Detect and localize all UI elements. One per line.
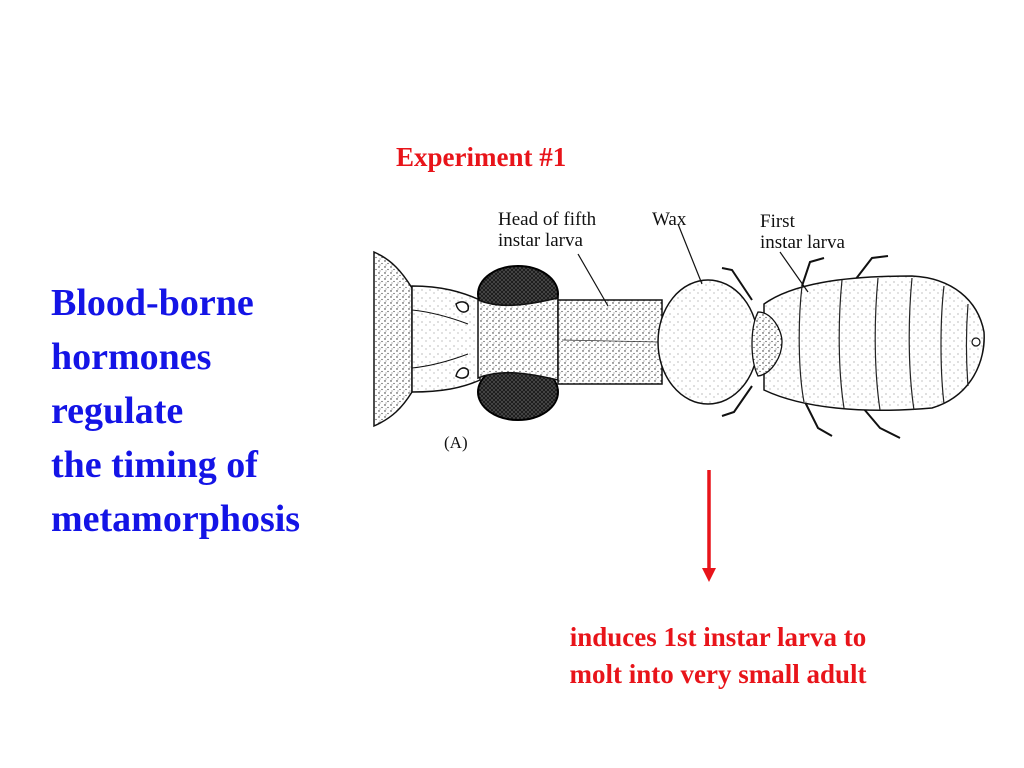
main-statement-line: regulate xyxy=(51,390,184,432)
first-instar-leader-line xyxy=(779,251,809,293)
label-wax: Wax xyxy=(652,209,687,230)
wax-seal xyxy=(657,279,759,405)
label-first-instar: First instar larva xyxy=(760,211,845,253)
head-leader-line xyxy=(577,253,609,307)
down-arrow-icon xyxy=(702,470,716,582)
fifth-instar-head xyxy=(373,250,663,428)
label-line: Head of fifth xyxy=(498,209,597,230)
main-statement-line: metamorphosis xyxy=(51,498,301,540)
experiment-title: Experiment #1 xyxy=(396,142,567,172)
parabiosis-figure: Head of fifth instar larva Wax First ins… xyxy=(372,200,1004,462)
first-instar-larva xyxy=(721,255,985,439)
main-statement-line: Blood-borne xyxy=(51,282,254,324)
main-statement: Blood-borne hormones regulate the timing… xyxy=(51,276,300,546)
label-head-fifth-instar: Head of fifth instar larva xyxy=(498,209,596,251)
main-statement-line: hormones xyxy=(51,336,212,378)
wax-leader-line xyxy=(677,223,703,285)
caption-line: molt into very small adult xyxy=(569,659,867,689)
label-line: instar larva xyxy=(760,232,845,253)
larvae-illustration xyxy=(373,223,985,439)
result-caption: induces 1st instar larva to molt into ve… xyxy=(518,619,918,693)
panel-label: (A) xyxy=(444,433,468,452)
main-statement-line: the timing of xyxy=(51,444,258,486)
caption-line: induces 1st instar larva to xyxy=(569,622,867,652)
label-line: First xyxy=(760,211,795,232)
label-line: instar larva xyxy=(498,230,583,251)
